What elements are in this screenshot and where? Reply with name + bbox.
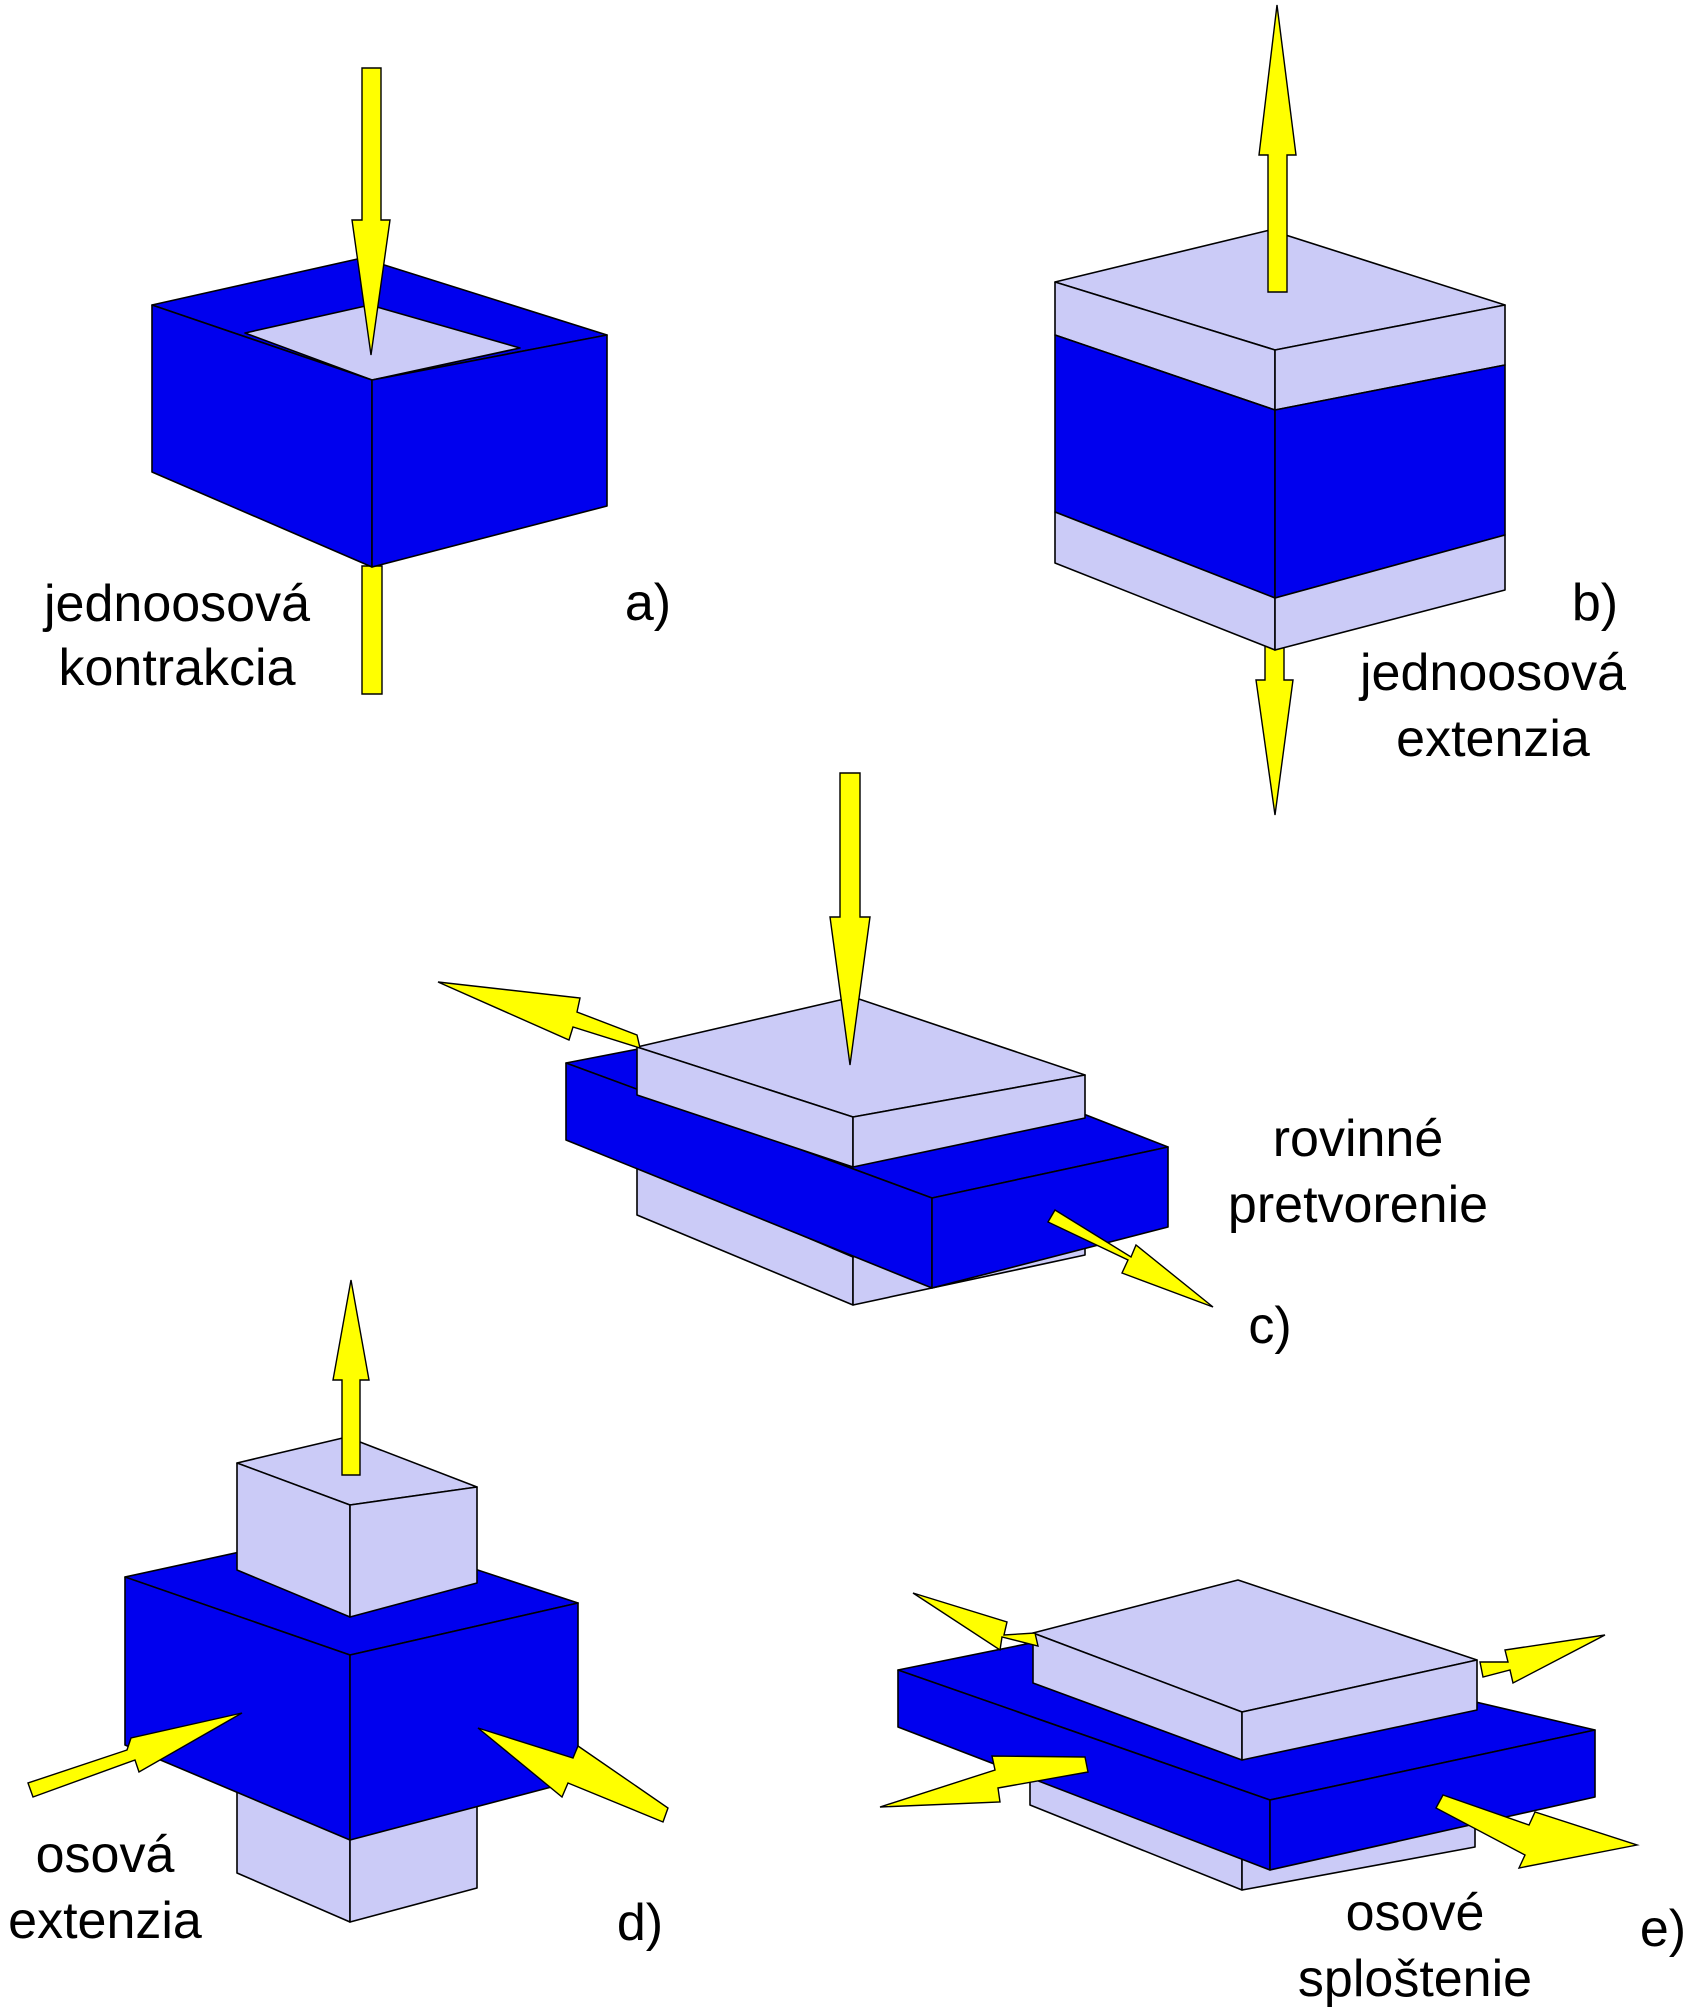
panel-e-bottom-left-arrow <box>879 1755 1089 1808</box>
panel-c-caption-line2: pretvorenie <box>1228 1176 1488 1234</box>
panel-a-caption-line1: jednoosová <box>42 575 310 633</box>
panel-a-letter: a) <box>625 574 671 632</box>
panel-b-caption-line2: extenzia <box>1396 710 1590 768</box>
panel-e-slab-right <box>1269 1729 1596 1871</box>
panel-d-caption-line2: extenzia <box>8 1892 202 1950</box>
panel-e-top-left-arrow <box>912 1592 1039 1652</box>
panel-b-letter: b) <box>1572 574 1618 632</box>
panel-b-bottom-arrow <box>1255 644 1294 816</box>
panel-a-bottom-arrow <box>361 565 383 695</box>
panel-c-plane-strain: rovinné pretvorenie c) <box>437 772 1488 1355</box>
panel-c-letter: c) <box>1248 1297 1291 1355</box>
panel-b-top-arrow <box>1258 4 1297 293</box>
panel-a-right-face <box>371 334 608 568</box>
panel-e-upper-right <box>1241 1659 1478 1761</box>
panel-d-top-right <box>349 1486 478 1618</box>
panel-a-caption-line2: kontrakcia <box>59 639 296 697</box>
panel-a-top-inset <box>244 304 521 381</box>
panel-c-caption-line1: rovinné <box>1273 1110 1444 1168</box>
panel-b-right-bottom-band <box>1274 534 1506 651</box>
panel-d-right-arrow <box>477 1727 669 1823</box>
panel-c-left-arrow <box>437 981 641 1050</box>
panel-d-letter: d) <box>617 1894 663 1952</box>
panel-c-top-arrow <box>829 772 871 1066</box>
panel-a-uniaxial-contraction: jednoosová kontrakcia a) <box>42 67 671 697</box>
panel-e-axial-flattening: osové sploštenie e) <box>879 1579 1686 2008</box>
panel-b-caption-line1: jednoosová <box>1358 644 1626 702</box>
panel-c-upper-right <box>852 1074 1086 1168</box>
panel-d-caption-line1: osová <box>36 1826 175 1884</box>
panel-e-bottom-right-arrow <box>1435 1794 1640 1869</box>
panel-b-uniaxial-extension: b) jednoosová extenzia <box>1054 4 1626 816</box>
panel-d-axial-extension: osová extenzia d) <box>8 1279 669 1952</box>
panel-d-top-arrow <box>332 1279 370 1476</box>
panel-d-left-arrow <box>27 1712 243 1798</box>
panel-e-caption-line1: osové <box>1346 1884 1485 1942</box>
panel-e-letter: e) <box>1640 1900 1686 1958</box>
panel-e-top-right-arrow <box>1479 1634 1606 1685</box>
panel-e-caption-line2: sploštenie <box>1298 1950 1532 2008</box>
panel-c-right-arrow <box>1047 1209 1214 1308</box>
panel-a-top-arrow <box>351 67 391 356</box>
